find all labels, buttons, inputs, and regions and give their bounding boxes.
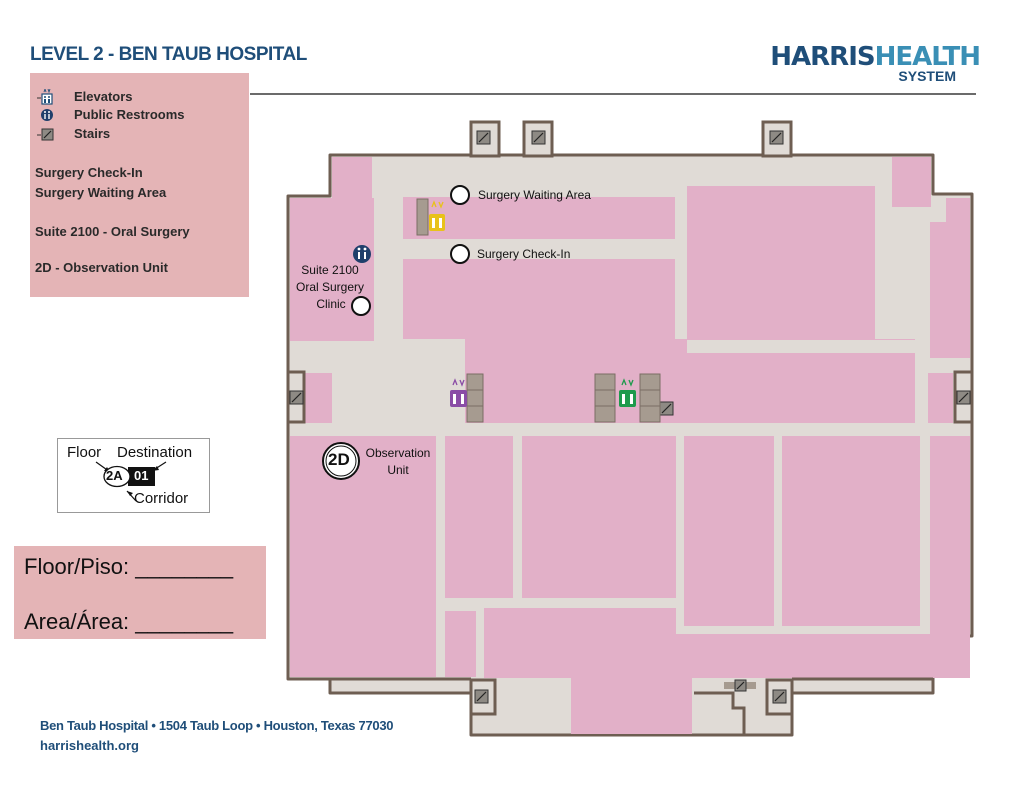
floor-area-fill-in: Floor/Piso: ________ Area/Área: ________: [14, 546, 266, 639]
footer-address: Ben Taub Hospital • 1504 Taub Loop • Hou…: [40, 718, 394, 733]
stairs-icon: [724, 679, 756, 692]
key-corridor-label: Corridor: [134, 490, 189, 507]
legend-label-elevators: Elevators: [74, 89, 133, 104]
legend-panel: Elevators Public Restrooms Stairs Surger…: [30, 73, 249, 297]
elevator-icon: [450, 378, 467, 407]
label-suite-2100-line2: Oral Surgery: [295, 280, 365, 294]
stairs-icon: [37, 128, 54, 141]
restroom-icon: [353, 245, 371, 263]
elevator-icon: [37, 89, 53, 105]
restroom-icon: [41, 109, 53, 121]
header-divider: [250, 93, 976, 95]
observation-unit-badge: [322, 442, 360, 480]
label-suite-2100-line1: Suite 2100: [301, 263, 359, 277]
stairs-icon: [769, 130, 784, 145]
label-suite-2100-line3: Clinic: [316, 297, 346, 311]
stairs-icon: [772, 689, 787, 704]
legend-area-observation: 2D - Observation Unit: [35, 260, 168, 275]
label-observation-line2: Unit: [387, 463, 409, 477]
stairs-icon: [474, 689, 489, 704]
legend-area-waiting: Surgery Waiting Area: [35, 185, 167, 200]
logo-word-system: SYSTEM: [898, 68, 956, 84]
stairs-icons: [289, 130, 971, 704]
stairs-icon: [531, 130, 546, 145]
suite-2100-marker: [351, 296, 371, 316]
label-surgery-check-in: Surgery Check-In: [477, 247, 571, 261]
key-destination-label: Destination: [117, 444, 193, 461]
stairs-icon: [659, 401, 674, 416]
corridors: [290, 157, 970, 677]
elevator-banks: [416, 198, 661, 423]
elevator-icon: [619, 378, 636, 407]
key-floor-label: Floor: [67, 444, 102, 461]
logo-word-harris: HARRIS: [770, 42, 875, 72]
key-floor-code: 2A: [106, 468, 123, 483]
room-code-key: Floor Destination 2A 01 Corridor: [57, 438, 210, 513]
legend-label-restrooms: Public Restrooms: [74, 107, 185, 122]
harris-health-logo: HARRISHEALTH SYSTEM: [770, 42, 981, 86]
stairs-icon: [956, 390, 971, 405]
legend-label-stairs: Stairs: [74, 126, 111, 141]
elevator-icon: [429, 200, 445, 231]
logo-word-health: HEALTH: [874, 42, 981, 72]
fill-in-area: Area/Área: ________: [24, 609, 234, 634]
legend-area-suite-2100: Suite 2100 - Oral Surgery: [35, 224, 190, 239]
legend-area-checkin: Surgery Check-In: [35, 165, 143, 180]
stairs-icon: [289, 390, 304, 405]
stairs-icon: [476, 130, 491, 145]
observation-badge-text: 2D: [328, 450, 350, 469]
fill-in-floor: Floor/Piso: ________: [24, 554, 234, 579]
footer-website[interactable]: harrishealth.org: [40, 738, 139, 753]
label-surgery-waiting-area: Surgery Waiting Area: [478, 188, 591, 202]
surgery-checkin-marker: [450, 244, 470, 264]
label-observation-line1: Observation: [365, 446, 431, 460]
page-title: LEVEL 2 - BEN TAUB HOSPITAL: [30, 44, 307, 65]
surgery-waiting-marker: [450, 185, 470, 205]
location-markers: [351, 185, 470, 316]
key-diagram: [95, 461, 167, 502]
interior-walls: [330, 677, 933, 735]
key-destination-code: 01: [134, 468, 149, 483]
